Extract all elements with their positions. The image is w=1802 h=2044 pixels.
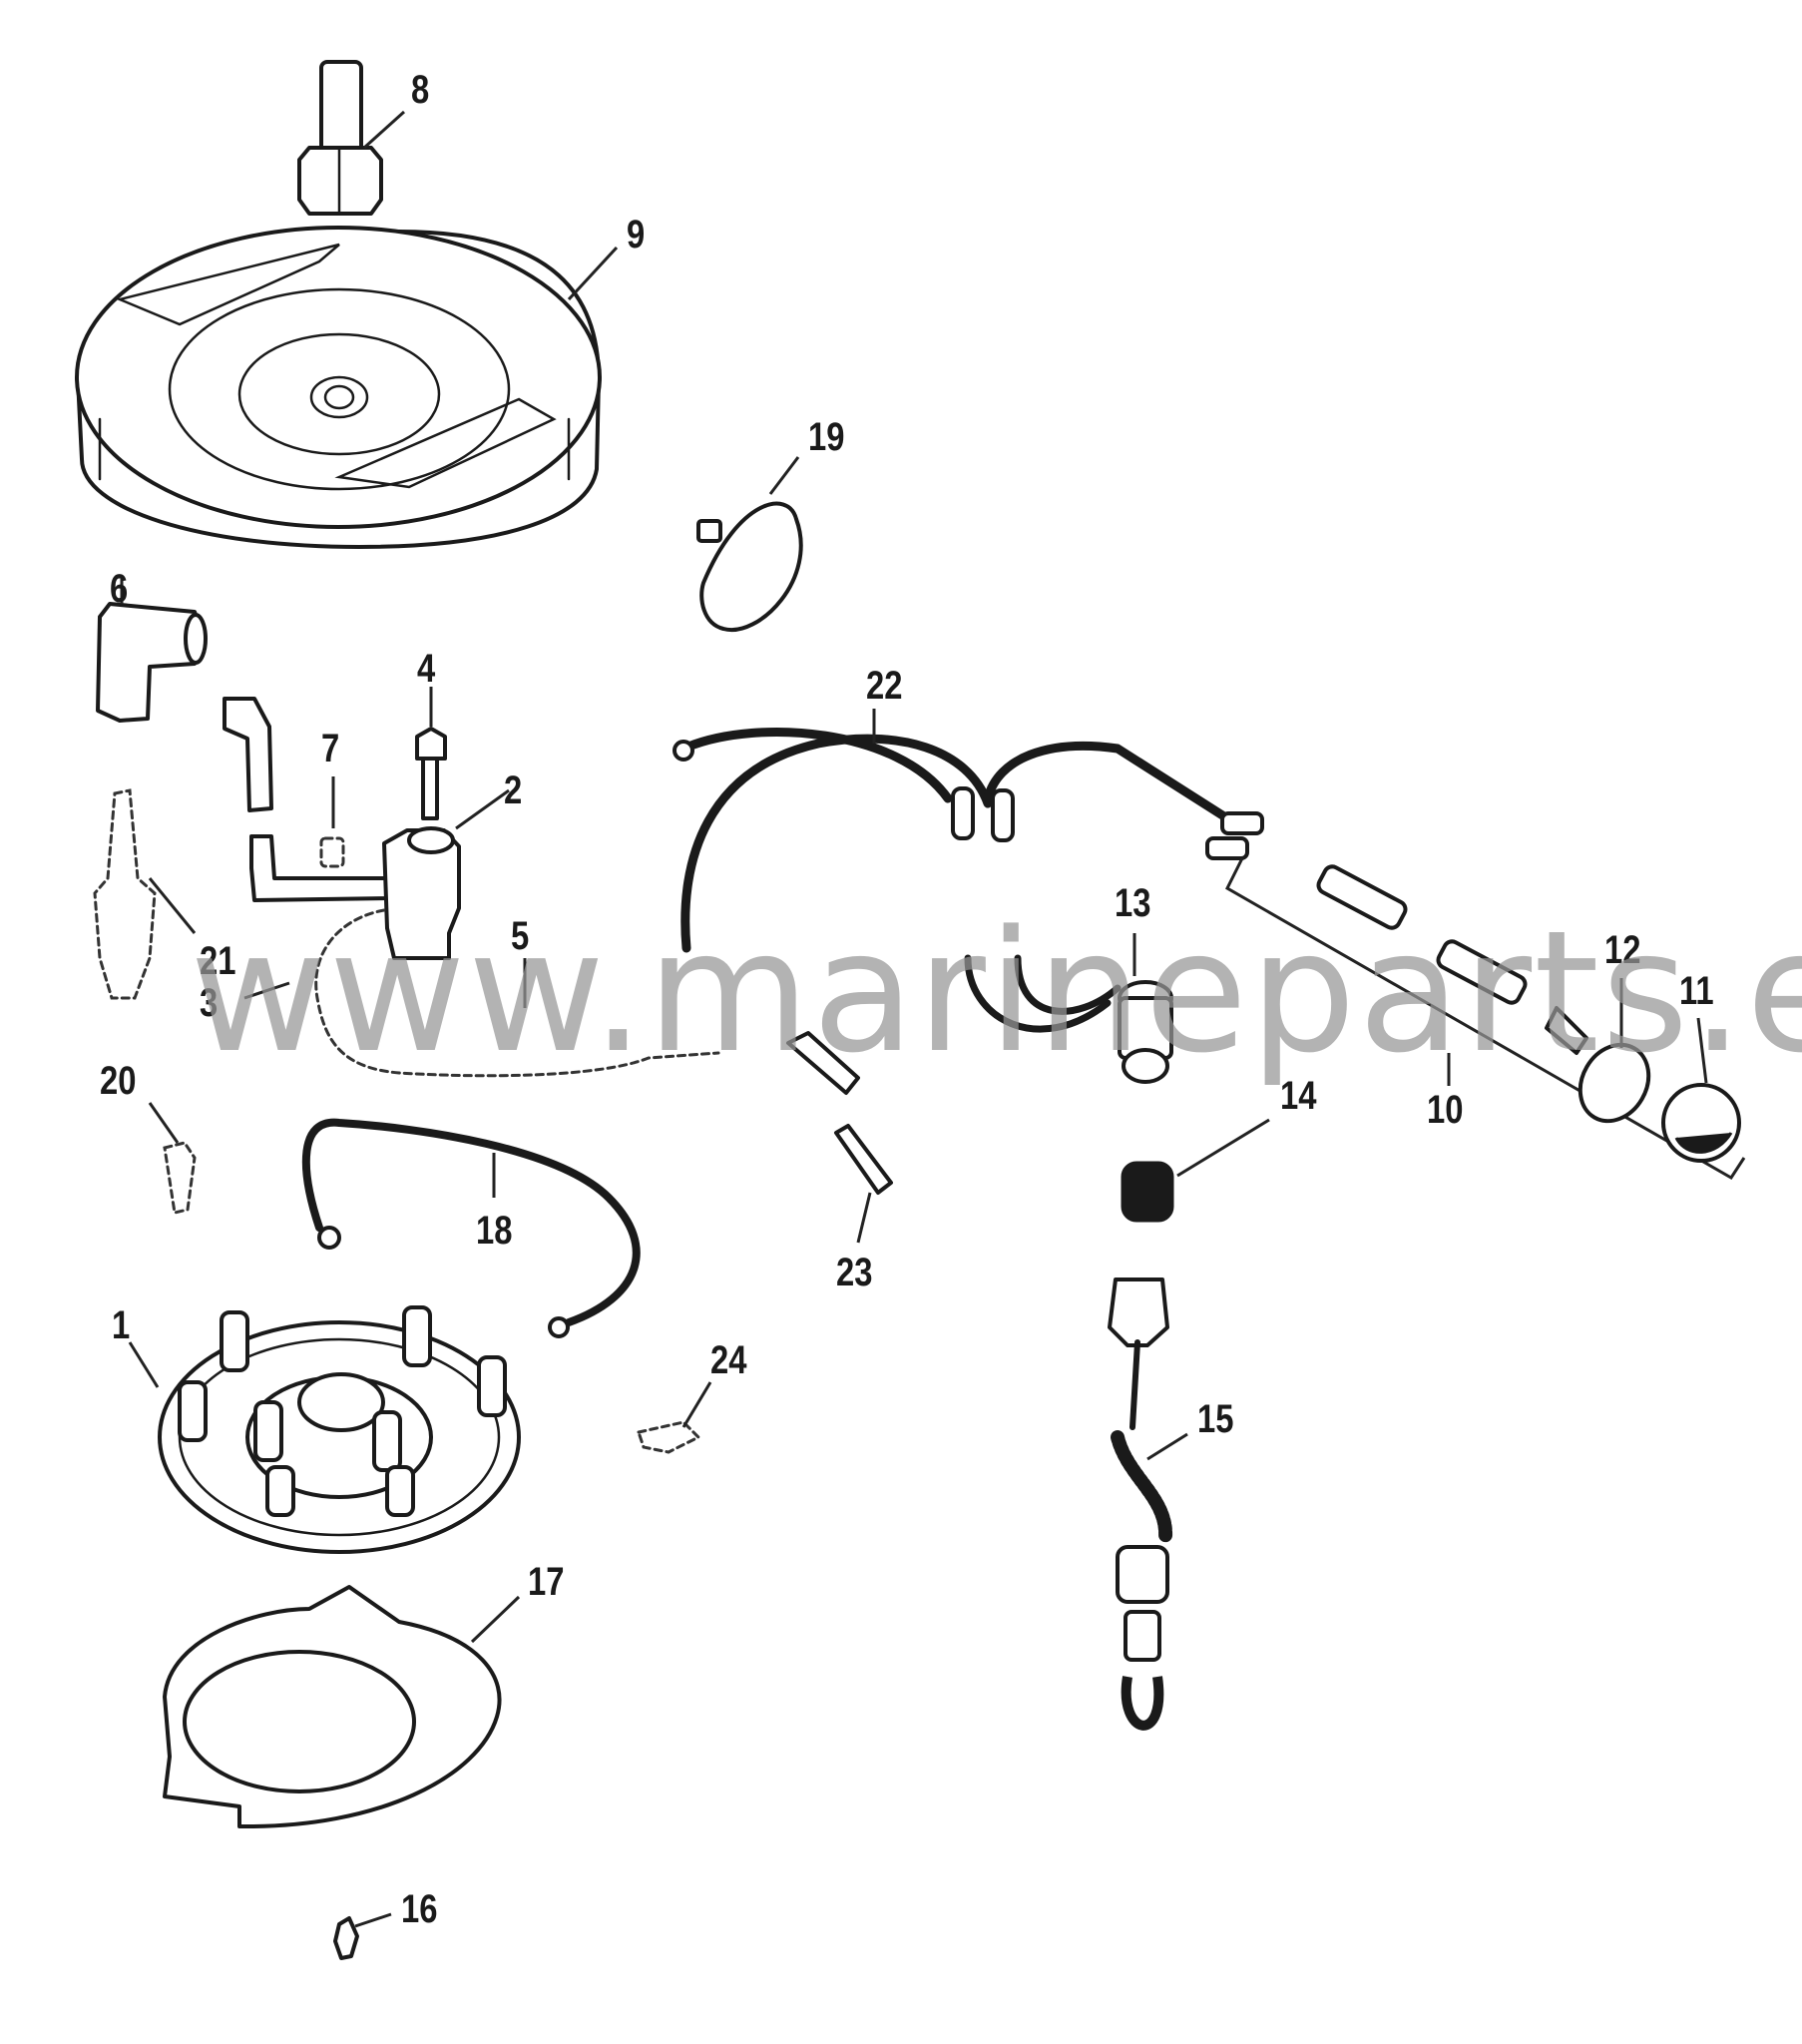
screw-4-illustration: [415, 687, 447, 820]
ignition-coil-illustration: [382, 788, 510, 960]
retaining-clip-illustration: [696, 456, 803, 633]
callout-13: 13: [1115, 881, 1151, 925]
flywheel-nut-illustration: [297, 60, 406, 216]
callout-23: 23: [836, 1251, 873, 1294]
callout-1: 1: [112, 1303, 131, 1347]
callout-3: 3: [200, 981, 219, 1025]
flywheel-illustration: [75, 226, 619, 549]
spark-plug-illustration: [93, 788, 197, 1000]
stop-switch-illustration: [964, 933, 1173, 1084]
connector-23-illustration: [786, 1031, 893, 1244]
callout-19: 19: [808, 415, 845, 459]
leader-3: [243, 981, 290, 1000]
clip-7-illustration: [319, 776, 345, 868]
callout-10: 10: [1427, 1088, 1464, 1132]
switch-assembly-illustration: [1225, 857, 1746, 1181]
callout-6: 6: [110, 567, 129, 611]
callout-7: 7: [321, 727, 340, 770]
clip-16-illustration: [333, 1912, 392, 1960]
callout-18: 18: [476, 1209, 513, 1253]
lanyard-illustration: [1108, 1278, 1188, 1731]
callout-17: 17: [528, 1560, 565, 1604]
callout-21: 21: [200, 939, 236, 983]
screw-20-illustration: [148, 1102, 197, 1215]
callout-2: 2: [504, 768, 523, 812]
callout-4: 4: [417, 647, 436, 691]
ground-lead-18-illustration: [301, 1118, 641, 1338]
lead-wire-lower-illustration: [249, 834, 391, 902]
callout-5: 5: [511, 914, 530, 958]
lead-wire-illustration: [223, 697, 273, 812]
callout-22: 22: [866, 664, 903, 708]
switch-nut-illustration: [1121, 1118, 1270, 1223]
callout-8: 8: [411, 68, 430, 112]
wire-harness-illustration: [673, 709, 1264, 953]
stator-plate-illustration: [128, 1305, 521, 1554]
callout-20: 20: [100, 1059, 137, 1103]
callout-9: 9: [627, 213, 646, 256]
callout-12: 12: [1604, 928, 1641, 972]
clip-24-illustration: [637, 1381, 712, 1454]
callout-24: 24: [710, 1338, 747, 1382]
ground-wire-illustration: [314, 908, 720, 1078]
callout-15: 15: [1197, 1397, 1234, 1441]
mounting-plate-illustration: [163, 1585, 521, 1829]
callout-16: 16: [401, 1887, 438, 1931]
callout-14: 14: [1280, 1074, 1317, 1118]
callout-11: 11: [1679, 969, 1714, 1013]
spark-plug-cap-illustration: [96, 579, 208, 723]
